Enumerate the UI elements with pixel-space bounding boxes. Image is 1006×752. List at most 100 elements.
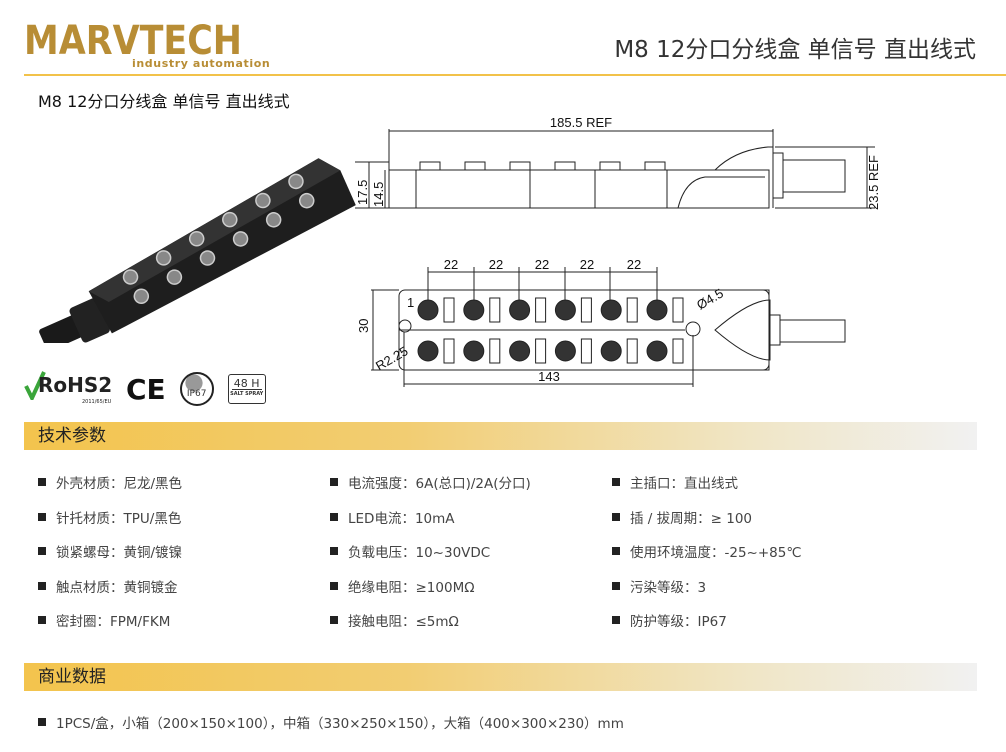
svg-text:MARVTECH: MARVTECH (24, 18, 242, 58)
spec-item: 密封圈：FPM/FKM (38, 610, 170, 630)
certifications: RoHS2 2011/65/EU CE IP67 48 H SALT SPRAY (24, 370, 266, 408)
led-window (580, 338, 592, 364)
led-window (443, 338, 455, 364)
spec-text: 锁紧螺母：黄铜/镀镍 (56, 545, 183, 561)
spec-item: 负载电压：10~30VDC (330, 541, 490, 561)
bullet-icon (38, 616, 46, 624)
dim-radius: R2.25 (373, 343, 411, 373)
spec-item: 污染等级：3 (612, 576, 706, 596)
bullet-icon (612, 616, 620, 624)
bullet-icon (330, 616, 338, 624)
spec-item: LED电流：10mA (330, 507, 455, 527)
spec-item: 防护等级：IP67 (612, 610, 727, 630)
rohs-label: RoHS2 (38, 373, 113, 397)
product-photo (39, 158, 356, 343)
port-connector (554, 340, 576, 362)
brand-tagline: industry automation (132, 57, 271, 70)
port-connector (417, 340, 439, 362)
port-connector (600, 299, 622, 321)
rohs-directive: 2011/65/EU (82, 399, 112, 405)
port-connector (509, 340, 531, 362)
spec-item: 主插口：直出线式 (612, 472, 738, 492)
port-connector (417, 299, 439, 321)
spec-text: 针托材质：TPU/黑色 (56, 510, 182, 527)
spec-text: 触点材质：黄铜镀金 (56, 579, 178, 596)
commerce-text: 1PCS/盒，小箱（200×150×100），中箱（330×250×150），大… (56, 716, 624, 732)
dim-width: 30 (356, 319, 371, 333)
spec-item: 使用环境温度：-25~+85℃ (612, 541, 802, 561)
dim-pitch: 22 (489, 257, 503, 272)
bullet-icon (612, 547, 620, 555)
led-window (535, 297, 547, 323)
rohs-badge: RoHS2 2011/65/EU (24, 370, 114, 408)
brand-logo: MARVTECH (24, 18, 242, 58)
section-commerce-header: 商业数据 (24, 663, 977, 691)
dim-mount: 143 (538, 369, 560, 384)
spec-text: 密封圈：FPM/FKM (56, 614, 171, 630)
spec-text: 接触电阻：≤5mΩ (348, 614, 459, 630)
bullet-icon (38, 581, 46, 590)
check-icon (24, 371, 46, 400)
spec-text: LED电流：10mA (348, 510, 455, 527)
bullet-icon (330, 581, 338, 590)
port-connector (509, 299, 531, 321)
port-connector (600, 340, 622, 362)
header-divider (24, 74, 1006, 76)
spec-item: 接触电阻：≤5mΩ (330, 610, 459, 630)
bullet-icon (38, 547, 46, 555)
led-window (580, 297, 592, 323)
led-window (672, 338, 684, 364)
spec-item: 绝缘电阻：≥100MΩ (330, 576, 475, 596)
dim-pitch: 22 (580, 257, 594, 272)
spec-text: 污染等级：3 (630, 579, 707, 596)
led-window (443, 297, 455, 323)
spec-item: 锁紧螺母：黄铜/镀镍 (38, 541, 182, 561)
spec-text: 电流强度：6A(总口)/2A(分口) (348, 476, 531, 492)
port-connector (646, 340, 668, 362)
spec-text: 插 / 拔周期：≥ 100 (630, 510, 753, 527)
dim-length: 185.5 REF (550, 115, 612, 130)
dim-pitch: 22 (444, 257, 458, 272)
spec-text: 使用环境温度：-25~+85℃ (630, 545, 802, 561)
led-window (535, 338, 547, 364)
page-title: M8 12分口分线盒 单信号 直出线式 (614, 37, 976, 63)
section-tech-header: 技术参数 (24, 422, 977, 450)
bullet-icon (612, 581, 620, 590)
spec-text: 绝缘电阻：≥100MΩ (348, 579, 475, 596)
port-connector (463, 299, 485, 321)
bullet-icon (330, 547, 338, 555)
led-window (626, 338, 638, 364)
dim-height-total: 17.5 (355, 180, 370, 205)
bullet-icon (330, 478, 338, 486)
ce-mark: CE (126, 372, 166, 406)
dimension-drawings: 185.5 REF 23.5 REF 17.5 14.5 22 22 22 22… (355, 115, 881, 387)
port-connector (554, 299, 576, 321)
spec-item: 电流强度：6A(总口)/2A(分口) (330, 472, 531, 492)
salt-hours: 48 H (231, 378, 262, 390)
side-view: 185.5 REF 23.5 REF 17.5 14.5 (355, 115, 881, 210)
dim-pitch: 22 (535, 257, 549, 272)
commerce-item: 1PCS/盒，小箱（200×150×100），中箱（330×250×150），大… (38, 712, 624, 732)
spec-text: 负载电压：10~30VDC (348, 545, 491, 561)
led-window (626, 297, 638, 323)
bullet-icon (38, 478, 46, 486)
ip67-label: IP67 (186, 389, 207, 399)
bullet-icon (38, 718, 46, 726)
bullet-icon (330, 512, 338, 521)
top-view: 22 22 22 22 22 1 R2.25 Ø4.5 30 143 (356, 257, 846, 387)
spec-text: 主插口：直出线式 (630, 476, 738, 492)
dim-height-body: 14.5 (371, 182, 386, 207)
bullet-icon (612, 512, 620, 521)
spec-text: 防护等级：IP67 (630, 614, 727, 630)
dim-offset: 1 (407, 295, 414, 310)
salt-label: SALT SPRAY (230, 391, 264, 397)
spec-item: 插 / 拔周期：≥ 100 (612, 507, 752, 527)
product-title: M8 12分口分线盒 单信号 直出线式 (38, 92, 290, 111)
salt-spray-badge: 48 H SALT SPRAY (227, 374, 266, 404)
bullet-icon (38, 512, 46, 521)
spec-item: 针托材质：TPU/黑色 (38, 507, 181, 527)
bullet-icon (612, 478, 620, 486)
port-connector (646, 299, 668, 321)
dim-pitch: 22 (627, 257, 641, 272)
dim-cable-height: 23.5 REF (866, 155, 881, 210)
